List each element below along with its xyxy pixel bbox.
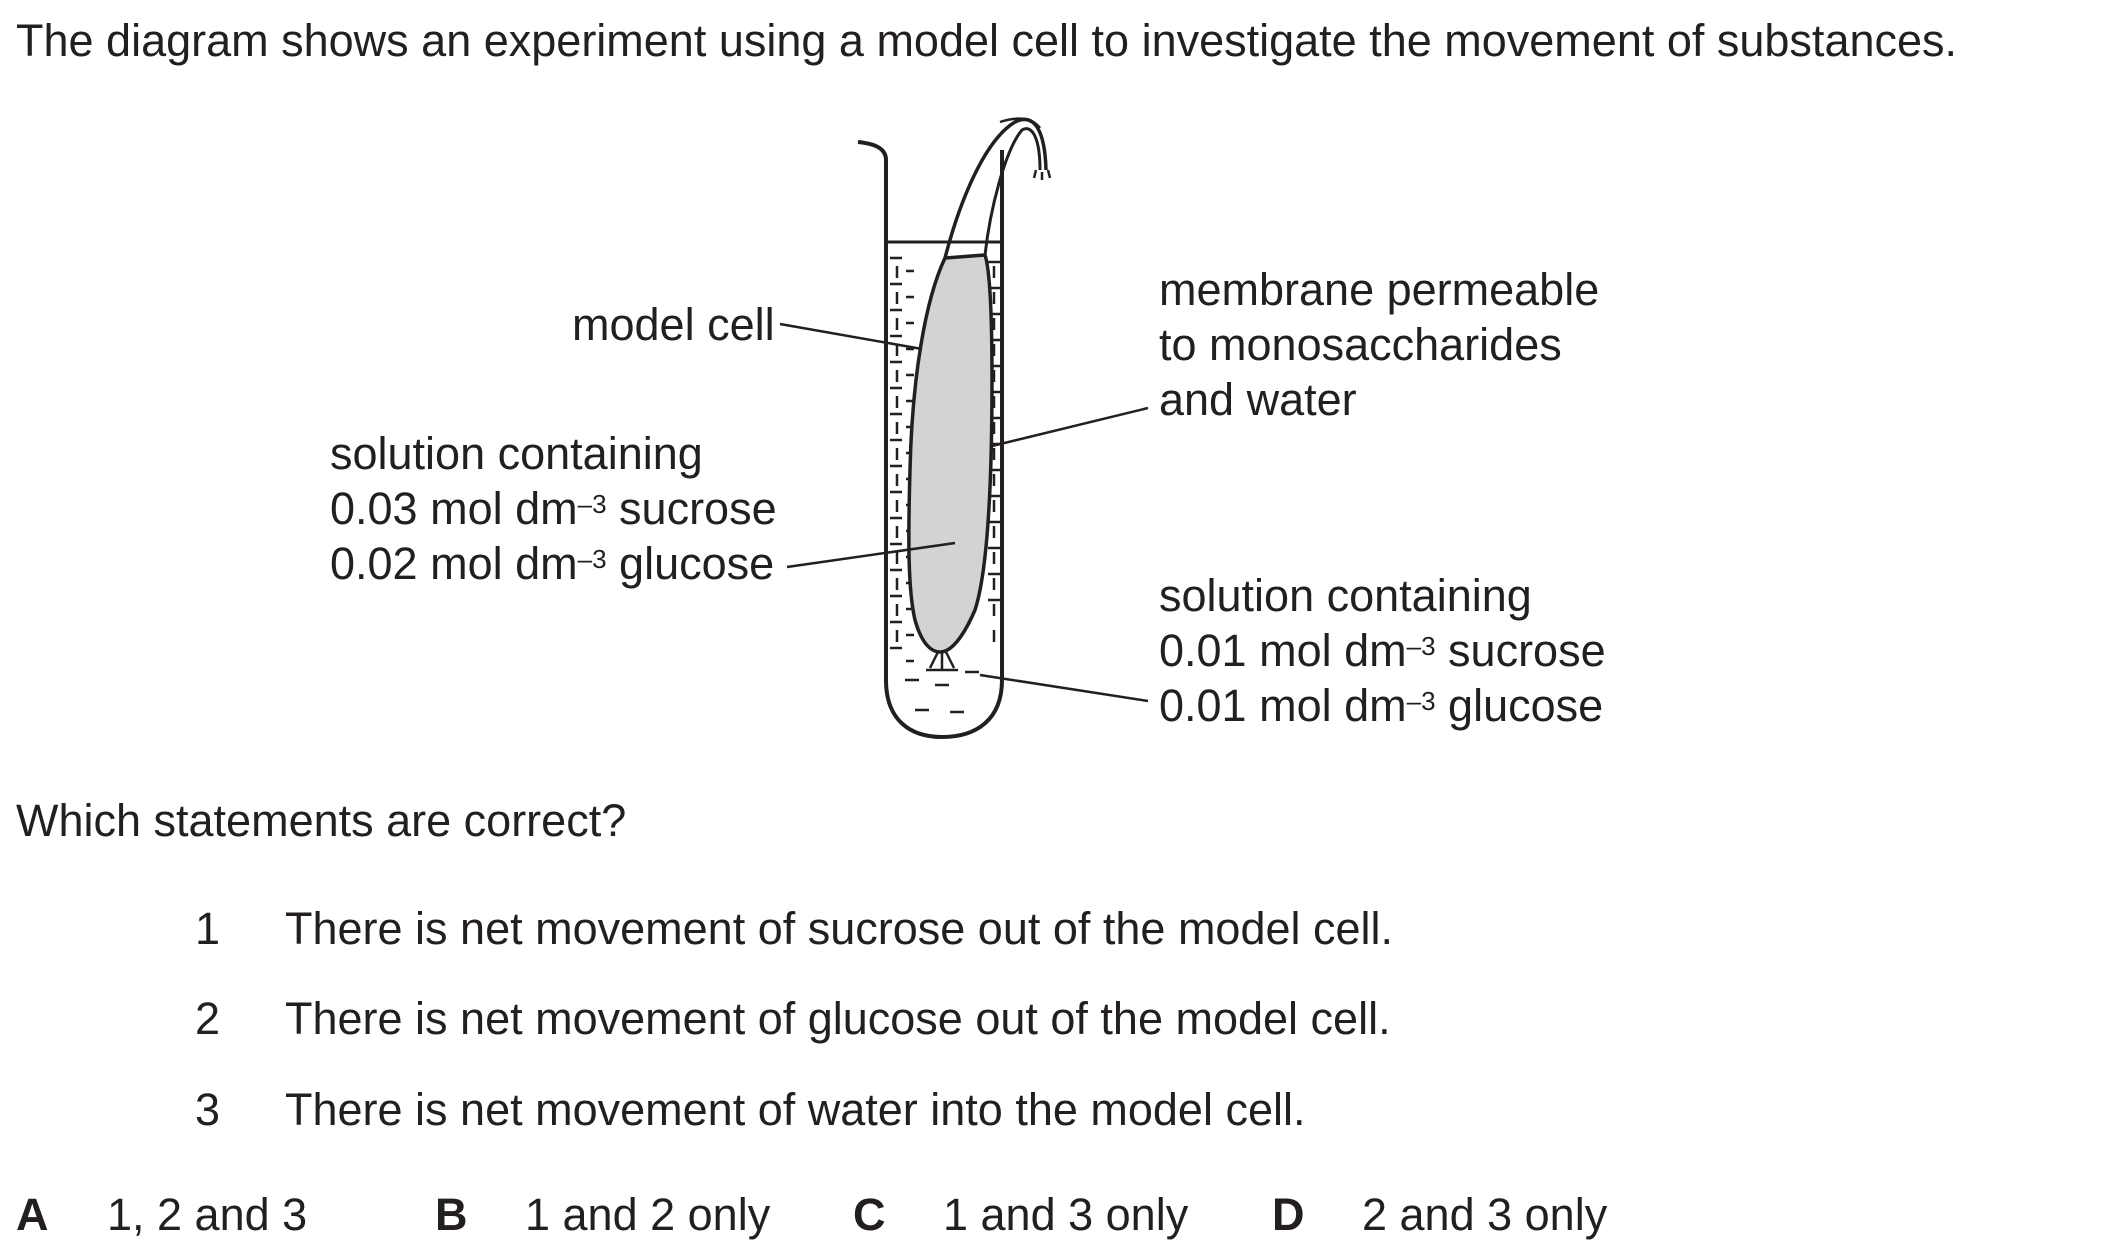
- option-c-letter[interactable]: C: [853, 1189, 886, 1240]
- label-outside-line2: 0.01 mol dm–3 sucrose: [1159, 625, 1606, 676]
- option-d-letter[interactable]: D: [1272, 1189, 1305, 1240]
- label-outside-line3: 0.01 mol dm–3 glucose: [1159, 680, 1604, 731]
- label-inside-line2: 0.03 mol dm–3 sucrose: [330, 483, 777, 534]
- statement-number-2: 2: [195, 993, 221, 1044]
- label-inside-solution: solution containing 0.03 mol dm–3 sucros…: [330, 426, 777, 591]
- label-inside-line3: 0.02 mol dm–3 glucose: [330, 538, 775, 589]
- option-a-letter[interactable]: A: [16, 1189, 49, 1240]
- label-membrane-line3: and water: [1159, 374, 1357, 425]
- leader-inside-solution: [786, 541, 956, 569]
- leader-membrane: [991, 406, 1149, 448]
- label-membrane-line2: to monosaccharides: [1159, 319, 1562, 370]
- question-intro: The diagram shows an experiment using a …: [16, 15, 1958, 66]
- label-outside-line1: solution containing: [1159, 570, 1532, 621]
- statement-text-1: There is net movement of sucrose out of …: [285, 903, 1394, 954]
- leader-model-cell: [779, 322, 923, 351]
- model-cell: [907, 253, 994, 654]
- statement-number-3: 3: [195, 1084, 221, 1135]
- tubing: [943, 117, 1048, 259]
- label-model-cell: model cell: [572, 299, 775, 350]
- label-membrane-line1: membrane permeable: [1159, 264, 1600, 315]
- label-inside-line1: solution containing: [330, 428, 703, 479]
- label-outside-solution: solution containing 0.01 mol dm–3 sucros…: [1159, 568, 1606, 733]
- option-a-text[interactable]: 1, 2 and 3: [107, 1189, 308, 1240]
- option-b-letter[interactable]: B: [435, 1189, 468, 1240]
- question-prompt: Which statements are correct?: [16, 795, 627, 846]
- option-b-text[interactable]: 1 and 2 only: [525, 1189, 771, 1240]
- leader-outside-solution: [979, 673, 1149, 703]
- label-membrane: membrane permeable to monosaccharides an…: [1159, 262, 1599, 427]
- option-c-text[interactable]: 1 and 3 only: [943, 1189, 1189, 1240]
- statement-text-2: There is net movement of glucose out of …: [285, 993, 1391, 1044]
- liquid-dashes: [890, 256, 1000, 714]
- statement-text-3: There is net movement of water into the …: [285, 1084, 1306, 1135]
- test-tube: [857, 140, 1004, 740]
- option-d-text[interactable]: 2 and 3 only: [1362, 1189, 1608, 1240]
- knot-icon: [926, 651, 958, 672]
- statement-number-1: 1: [195, 903, 221, 954]
